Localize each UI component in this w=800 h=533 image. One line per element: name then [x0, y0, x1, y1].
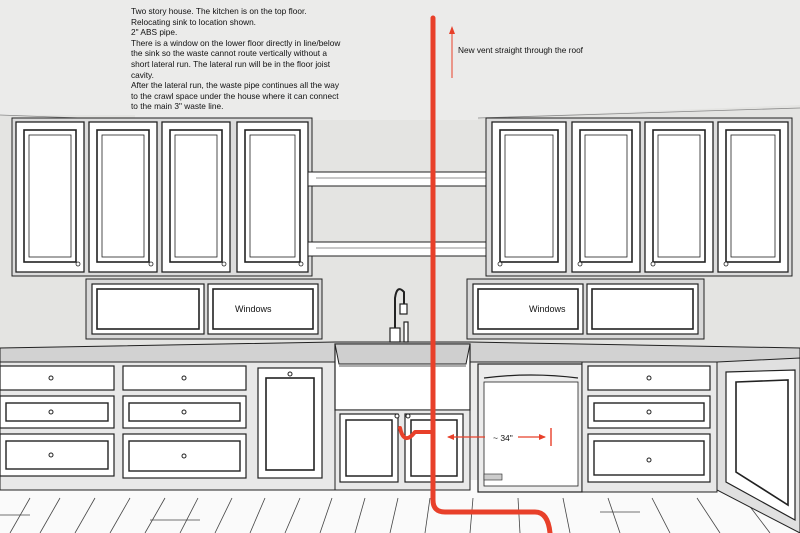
vent-arrow	[449, 26, 455, 78]
waste-pipe	[398, 15, 553, 533]
faucet	[389, 288, 409, 343]
note-line-5: After the lateral run, the waste pipe co…	[131, 80, 340, 112]
drawer-2	[0, 395, 115, 429]
left-upper-cabinets	[11, 117, 313, 277]
drawer-7	[587, 365, 711, 391]
upper-cabinet-door-7	[644, 121, 714, 273]
right-window-label: Windows	[529, 304, 566, 314]
tall-cabinet-door	[257, 367, 323, 479]
upper-cabinet-door-3	[161, 121, 231, 273]
drawer-5	[122, 395, 247, 429]
upper-cabinet-door-1	[15, 121, 85, 273]
upper-cabinet-door-5	[491, 121, 567, 273]
note-line-1: Two story house. The kitchen is on the t…	[131, 6, 307, 16]
dishwasher	[477, 363, 583, 493]
open-shelves	[307, 171, 487, 257]
drawer-4	[122, 365, 247, 391]
vent-annotation: New vent straight through the roof	[458, 45, 583, 55]
right-window	[466, 278, 705, 340]
farmhouse-sink	[334, 343, 471, 411]
drawer-8	[587, 395, 711, 429]
right-upper-cabinets	[485, 117, 793, 277]
drawer-9	[587, 433, 711, 483]
right-lower-cabinets	[581, 361, 718, 493]
upper-cabinet-door-6	[571, 121, 641, 273]
upper-cabinet-door-4	[236, 121, 309, 273]
left-window-label: Windows	[235, 304, 272, 314]
left-window	[85, 278, 323, 340]
corner-side-cabinet	[716, 357, 800, 533]
left-lower-cabinets	[0, 361, 336, 491]
note-line-3: 2" ABS pipe.	[131, 27, 178, 38]
project-notes: Two story house. The kitchen is on the t…	[131, 6, 346, 112]
sink-base-cabinet	[334, 409, 471, 491]
drawer-6	[122, 433, 247, 479]
note-line-4: There is a window on the lower floor dir…	[131, 37, 341, 80]
dimension-label: ~ 34"	[493, 433, 513, 443]
upper-cabinet-door-8	[717, 121, 789, 273]
drawer-3	[0, 433, 115, 477]
drawer-1	[0, 365, 115, 391]
dimension-arrows	[447, 428, 552, 446]
note-line-2: Relocating sink to location shown.	[131, 16, 256, 27]
upper-cabinet-door-2	[88, 121, 158, 273]
